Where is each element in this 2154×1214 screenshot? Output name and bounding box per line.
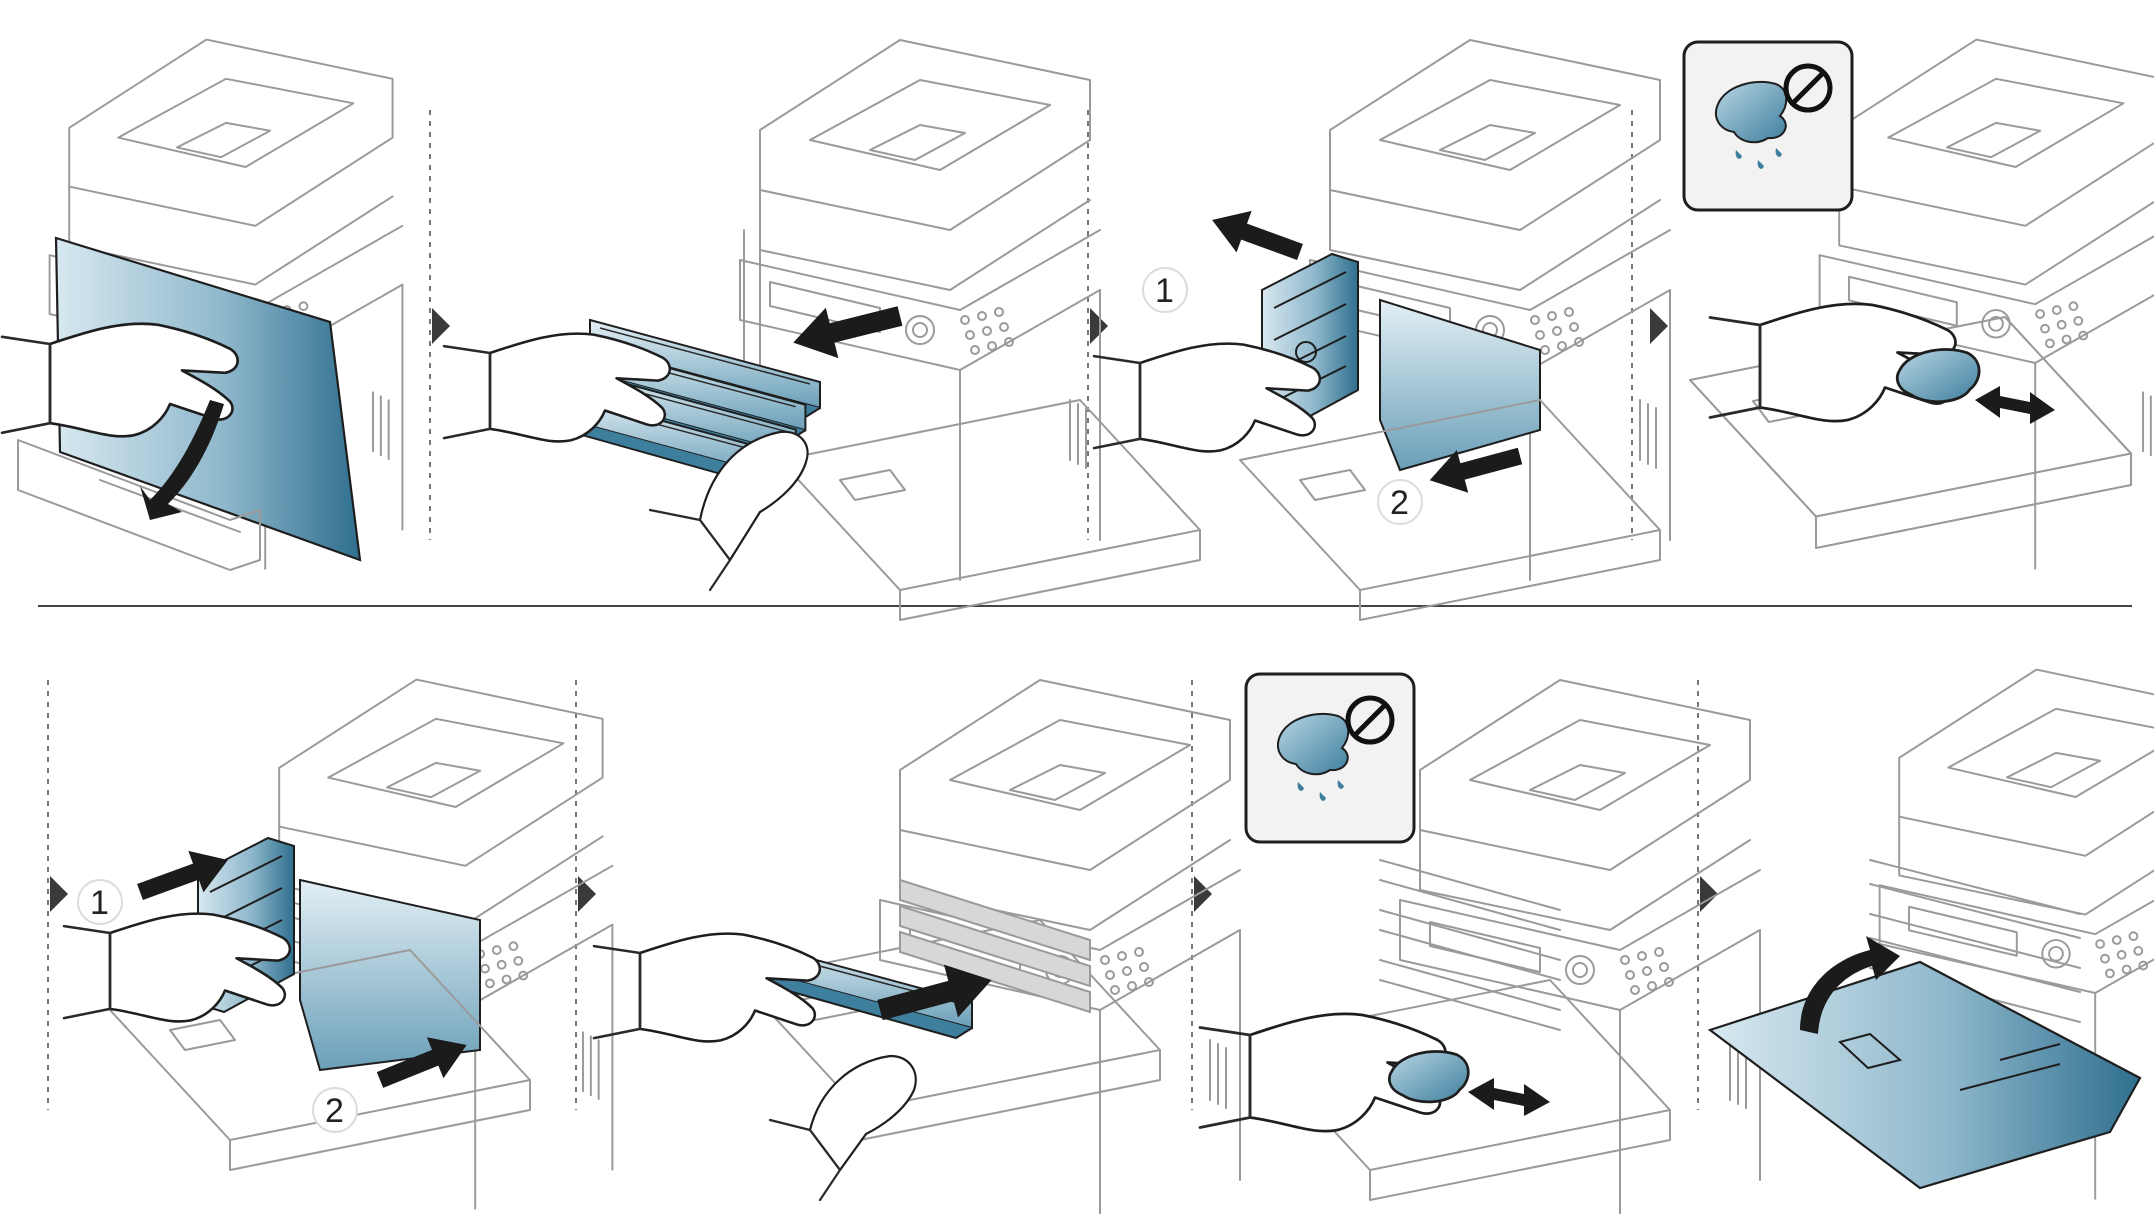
arrow-icon	[786, 290, 907, 368]
panel-insert-waste-container: 1 2	[62, 678, 614, 1210]
step-arrow-icon	[1700, 876, 1718, 912]
step-arrow-icon	[50, 876, 68, 912]
panel-remove-toner	[442, 39, 1201, 621]
panel-remove-waste-container: 1 2	[1092, 39, 1671, 621]
step-arrow-icon	[1650, 308, 1668, 344]
panel-wipe-inside	[1684, 38, 2154, 570]
step-number-1: 1	[1155, 272, 1174, 310]
step-arrow-icon	[432, 308, 450, 344]
step-number-1: 1	[90, 884, 109, 922]
panel-close-front-door	[1707, 668, 2154, 1200]
arrow-icon	[1800, 936, 1900, 1034]
arrow-icon	[1975, 386, 2055, 424]
panel-wipe-inside-bottom	[1198, 674, 1761, 1214]
no-wet-cloth-icon	[1684, 42, 1852, 210]
arrow-icon	[140, 400, 224, 520]
arrow-icon	[1468, 1078, 1550, 1116]
step-number-2: 2	[325, 1092, 344, 1130]
panel-insert-toner	[592, 679, 1241, 1214]
cloth-icon	[1895, 348, 1981, 404]
panel-open-front-door	[0, 38, 404, 571]
step-number-2: 2	[1390, 484, 1409, 522]
no-wet-cloth-icon	[1246, 674, 1414, 842]
arrow-icon	[1204, 199, 1308, 273]
